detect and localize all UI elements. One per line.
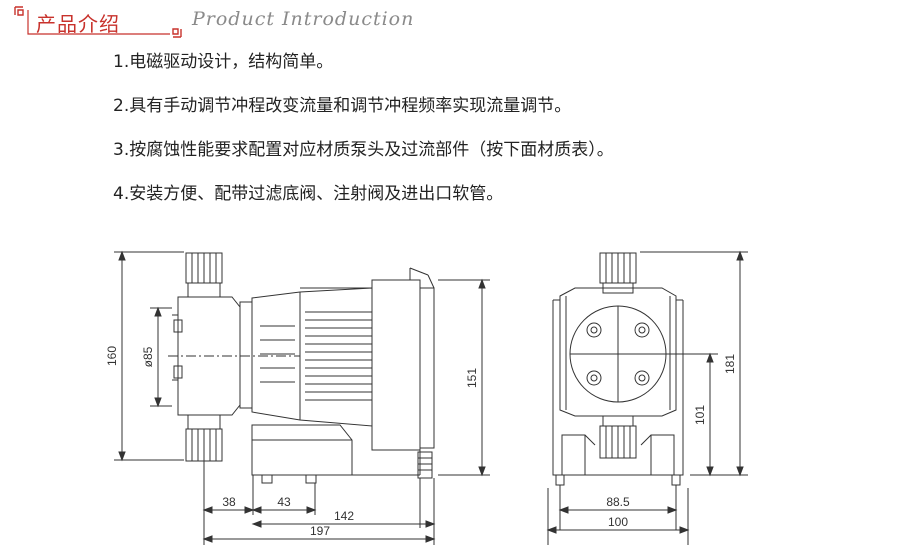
section-subtitle: Product Introduction [192,8,415,30]
pump-dimension-drawing: 160 ø85 151 38 43 142 197 181 101 88.5 1… [105,250,748,545]
dim-label-160: 160 [105,346,119,366]
pump-front-view [552,252,684,486]
dim-label-101: 101 [693,405,707,425]
front-dimension-lines [546,250,748,545]
feature-item: 3.按腐蚀性能要求配置对应材质泵头及过流部件（按下面材质表）。 [113,140,614,160]
dim-label-38: 38 [222,495,236,509]
pump-side-view [168,252,435,485]
dim-label-181: 181 [723,354,737,374]
side-dimension-lines [114,250,490,545]
dim-label-197: 197 [310,524,330,538]
dim-label-43: 43 [277,495,291,509]
feature-list: 1.电磁驱动设计，结构简单。 2.具有手动调节冲程改变流量和调节冲程频率实现流量… [113,40,873,216]
section-header: 产品介绍 Product Introduction [6,2,896,42]
dim-label-100: 100 [608,515,628,529]
dim-label-88-5: 88.5 [606,495,630,509]
dim-label-151: 151 [465,368,479,388]
feature-item: 4.安装方便、配带过滤底阀、注射阀及进出口软管。 [113,184,504,204]
feature-item: 2.具有手动调节冲程改变流量和调节冲程频率实现流量调节。 [113,96,572,116]
dim-label-diameter: ø85 [141,346,155,367]
section-title: 产品介绍 [36,12,120,36]
dim-label-142: 142 [334,509,354,523]
feature-item: 1.电磁驱动设计，结构简单。 [113,52,334,72]
title-frame-icon [14,6,182,38]
